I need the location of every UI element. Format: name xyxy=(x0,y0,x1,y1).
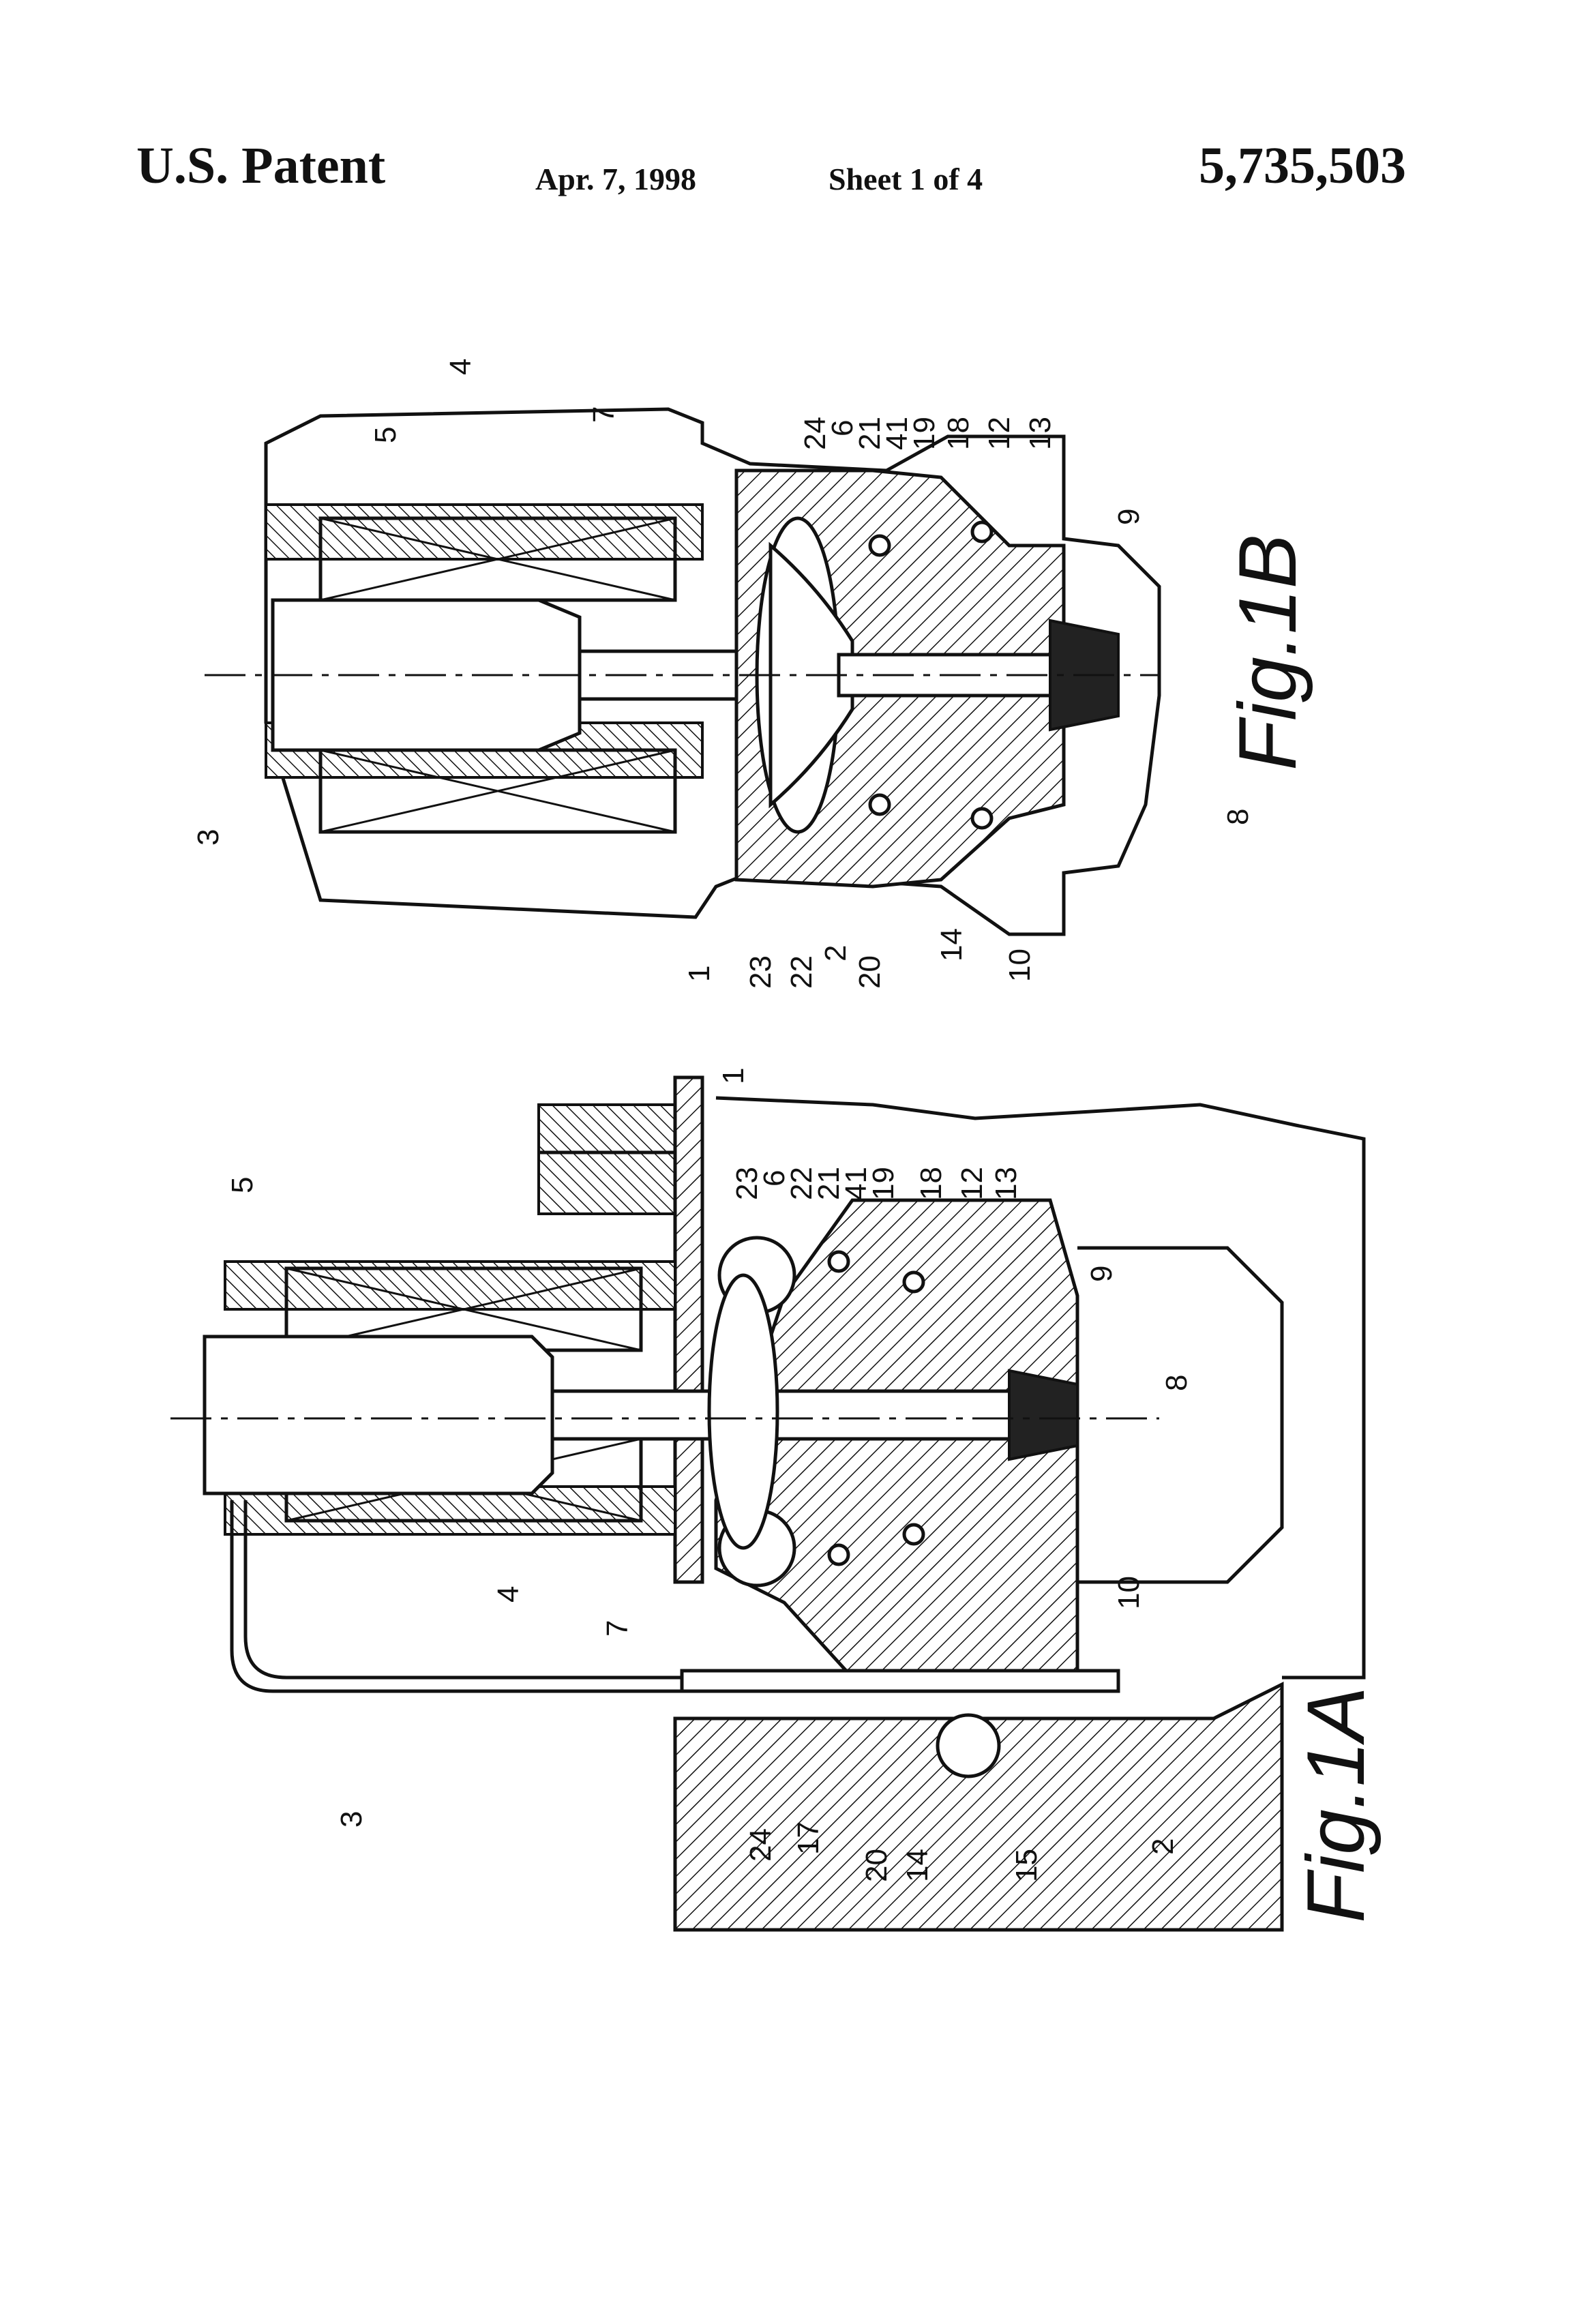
fig1a-label-3: 3 xyxy=(335,1811,368,1828)
fig1a-label-13: 13 xyxy=(989,1167,1023,1200)
fig1b-label-2: 2 xyxy=(819,945,852,962)
fig1b-label-19: 19 xyxy=(908,417,941,450)
fig1a-label-18: 18 xyxy=(914,1167,948,1200)
fig1b-label-1: 1 xyxy=(683,966,716,982)
fig1b-label-9: 9 xyxy=(1112,509,1146,525)
fig1a-title: Fig.1A xyxy=(1290,1686,1382,1923)
figure-1b: 3 5 4 7 24 6 21 41 19 18 12 13 9 8 1 23 … xyxy=(192,359,1313,989)
fig1a-label-2: 2 xyxy=(1146,1838,1180,1855)
fig1a-label-7: 7 xyxy=(601,1620,634,1637)
fig1b-label-3: 3 xyxy=(192,829,225,846)
fig1b-label-18: 18 xyxy=(942,417,975,450)
fig1b-label-7: 7 xyxy=(587,406,621,423)
fig1a-label-24: 24 xyxy=(744,1828,777,1862)
fig1a-label-9: 9 xyxy=(1085,1266,1118,1282)
fig1b-label-5: 5 xyxy=(369,427,402,443)
fig1b-label-13: 13 xyxy=(1024,417,1057,450)
fig1b-label-12: 12 xyxy=(983,417,1016,450)
fig1b-label-22: 22 xyxy=(785,955,818,989)
fig1a-label-19: 19 xyxy=(867,1167,900,1200)
fig1b-label-4: 4 xyxy=(444,359,477,375)
fig1a-label-5: 5 xyxy=(226,1177,259,1193)
fig1a-label-17: 17 xyxy=(792,1821,825,1855)
fig1b-title: Fig.1B xyxy=(1222,534,1313,771)
fig1a-label-8: 8 xyxy=(1160,1375,1193,1391)
fig1a-label-4: 4 xyxy=(492,1586,525,1603)
fig1b-label-20: 20 xyxy=(853,955,886,989)
fig1a-label-20: 20 xyxy=(860,1849,893,1882)
fig1a-label-15: 15 xyxy=(1010,1849,1043,1882)
figure-1a: 5 1 23 6 22 21 41 19 18 12 13 9 8 10 4 7… xyxy=(170,1068,1382,1930)
fig1a-label-1: 1 xyxy=(717,1068,750,1084)
fig1b-label-8: 8 xyxy=(1221,809,1255,825)
fig1a-label-10: 10 xyxy=(1112,1576,1146,1609)
fig1b-label-10: 10 xyxy=(1003,949,1036,982)
fig1a-label-14: 14 xyxy=(901,1849,934,1882)
fig1a-label-12: 12 xyxy=(955,1167,989,1200)
fig1b-label-23: 23 xyxy=(744,955,777,989)
fig1b-label-14: 14 xyxy=(935,928,968,962)
